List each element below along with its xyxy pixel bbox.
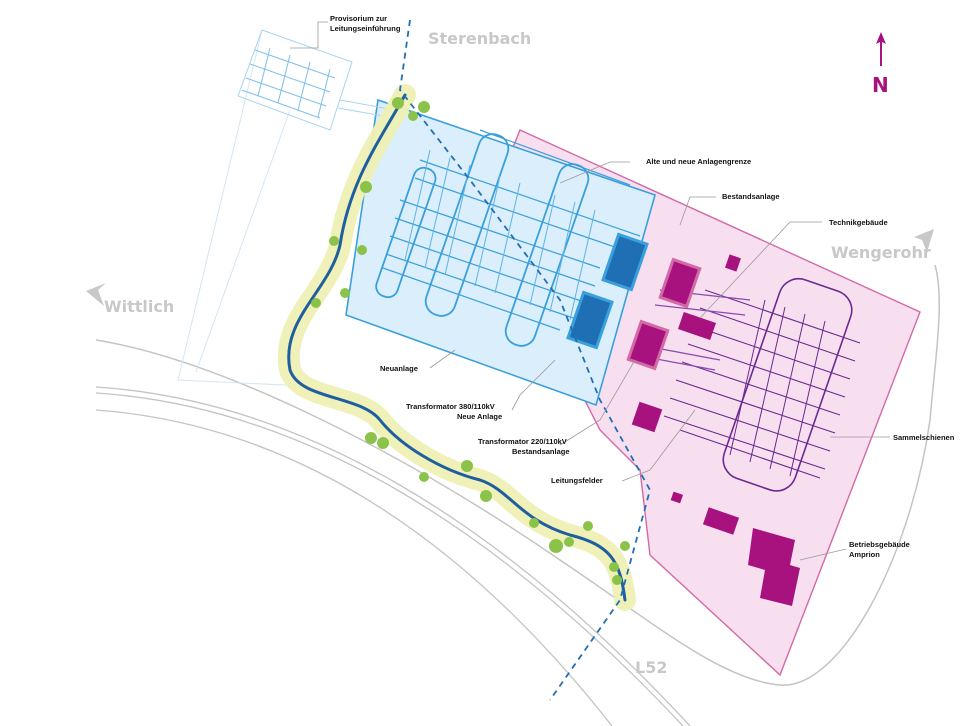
label-grenze: Alte und neue Anlagengrenze (646, 157, 751, 166)
field-outline-2 (195, 109, 291, 373)
building-small (670, 491, 684, 504)
place-l52: L52 (635, 658, 667, 677)
tree-icon (609, 562, 619, 572)
tree-icon (392, 97, 404, 109)
new-switchgear (375, 129, 641, 347)
tree-icon (419, 472, 429, 482)
tree-icon (357, 245, 367, 255)
label-provisorium: Provisorium zur (330, 14, 387, 23)
building (631, 401, 663, 433)
label-trafo380-2: Neue Anlage (457, 412, 502, 421)
transformer-icon (626, 319, 670, 371)
river (287, 93, 627, 602)
tree-icon (340, 288, 350, 298)
trees (311, 97, 630, 585)
tree-icon (564, 537, 574, 547)
label-technik: Technikgebäude (829, 218, 888, 227)
tree-icon (612, 575, 622, 585)
direction-arrows (86, 229, 934, 306)
tree-icon (360, 181, 372, 193)
tree-icon (549, 539, 563, 553)
label-leitungsfelder: Leitungsfelder (551, 476, 603, 485)
label-neuanlage: Neuanlage (380, 364, 418, 373)
power-line (399, 19, 651, 701)
new-plant-area (345, 98, 656, 407)
railway (95, 386, 691, 726)
north-arrow: N (872, 32, 889, 97)
provisorium-structure (237, 29, 396, 131)
transformer-220-110 (626, 257, 702, 371)
tree-icon (480, 490, 492, 502)
place-wengerohr: Wengerohr (831, 243, 931, 262)
tree-icon (329, 236, 339, 246)
place-wittlich: Wittlich (104, 297, 174, 316)
amprion-building (748, 528, 800, 606)
transformer-icon (601, 232, 649, 292)
label-trafo220: Transformator 220/110kV (478, 437, 567, 446)
existing-busbars (634, 277, 861, 492)
tree-icon (583, 521, 593, 531)
tree-icon (529, 518, 539, 528)
technik-building (677, 311, 717, 341)
buildings (631, 254, 800, 606)
building-small (725, 254, 741, 272)
road-l52 (95, 409, 613, 726)
direction-arrow-icon (914, 229, 934, 252)
leader-lines (290, 21, 890, 561)
railway-2 (95, 392, 684, 726)
tree-icon (461, 460, 473, 472)
tree-icon (418, 101, 430, 113)
label-trafo380: Transformator 380/110kV (406, 402, 495, 411)
direction-arrow-icon (86, 283, 106, 306)
transformer-icon (658, 257, 702, 309)
tree-icon (408, 111, 418, 121)
label-bestand: Bestandsanlage (722, 192, 780, 201)
label-provisorium-2: Leitungseinführung (330, 24, 401, 33)
callout-labels: Provisorium zur Leitungseinführung Alte … (330, 14, 955, 559)
north-arrow-icon (876, 32, 886, 66)
tree-icon (365, 432, 377, 444)
label-betrieb-2: Amprion (849, 550, 880, 559)
place-sterenbach: Sterenbach (428, 29, 531, 48)
label-betrieb: Betriebsgebäude (849, 540, 910, 549)
tree-icon (311, 298, 321, 308)
tree-icon (620, 541, 630, 551)
transformer-380-110 (566, 232, 649, 350)
north-label: N (872, 73, 889, 97)
field-outline (177, 29, 307, 387)
transformer-icon (566, 290, 614, 350)
tree-icon (377, 437, 389, 449)
building (702, 507, 740, 535)
label-sammelschienen: Sammelschienen (893, 433, 955, 442)
label-trafo220-2: Bestandsanlage (512, 447, 570, 456)
roads-layer (95, 29, 941, 726)
road-wittlich (95, 264, 941, 686)
